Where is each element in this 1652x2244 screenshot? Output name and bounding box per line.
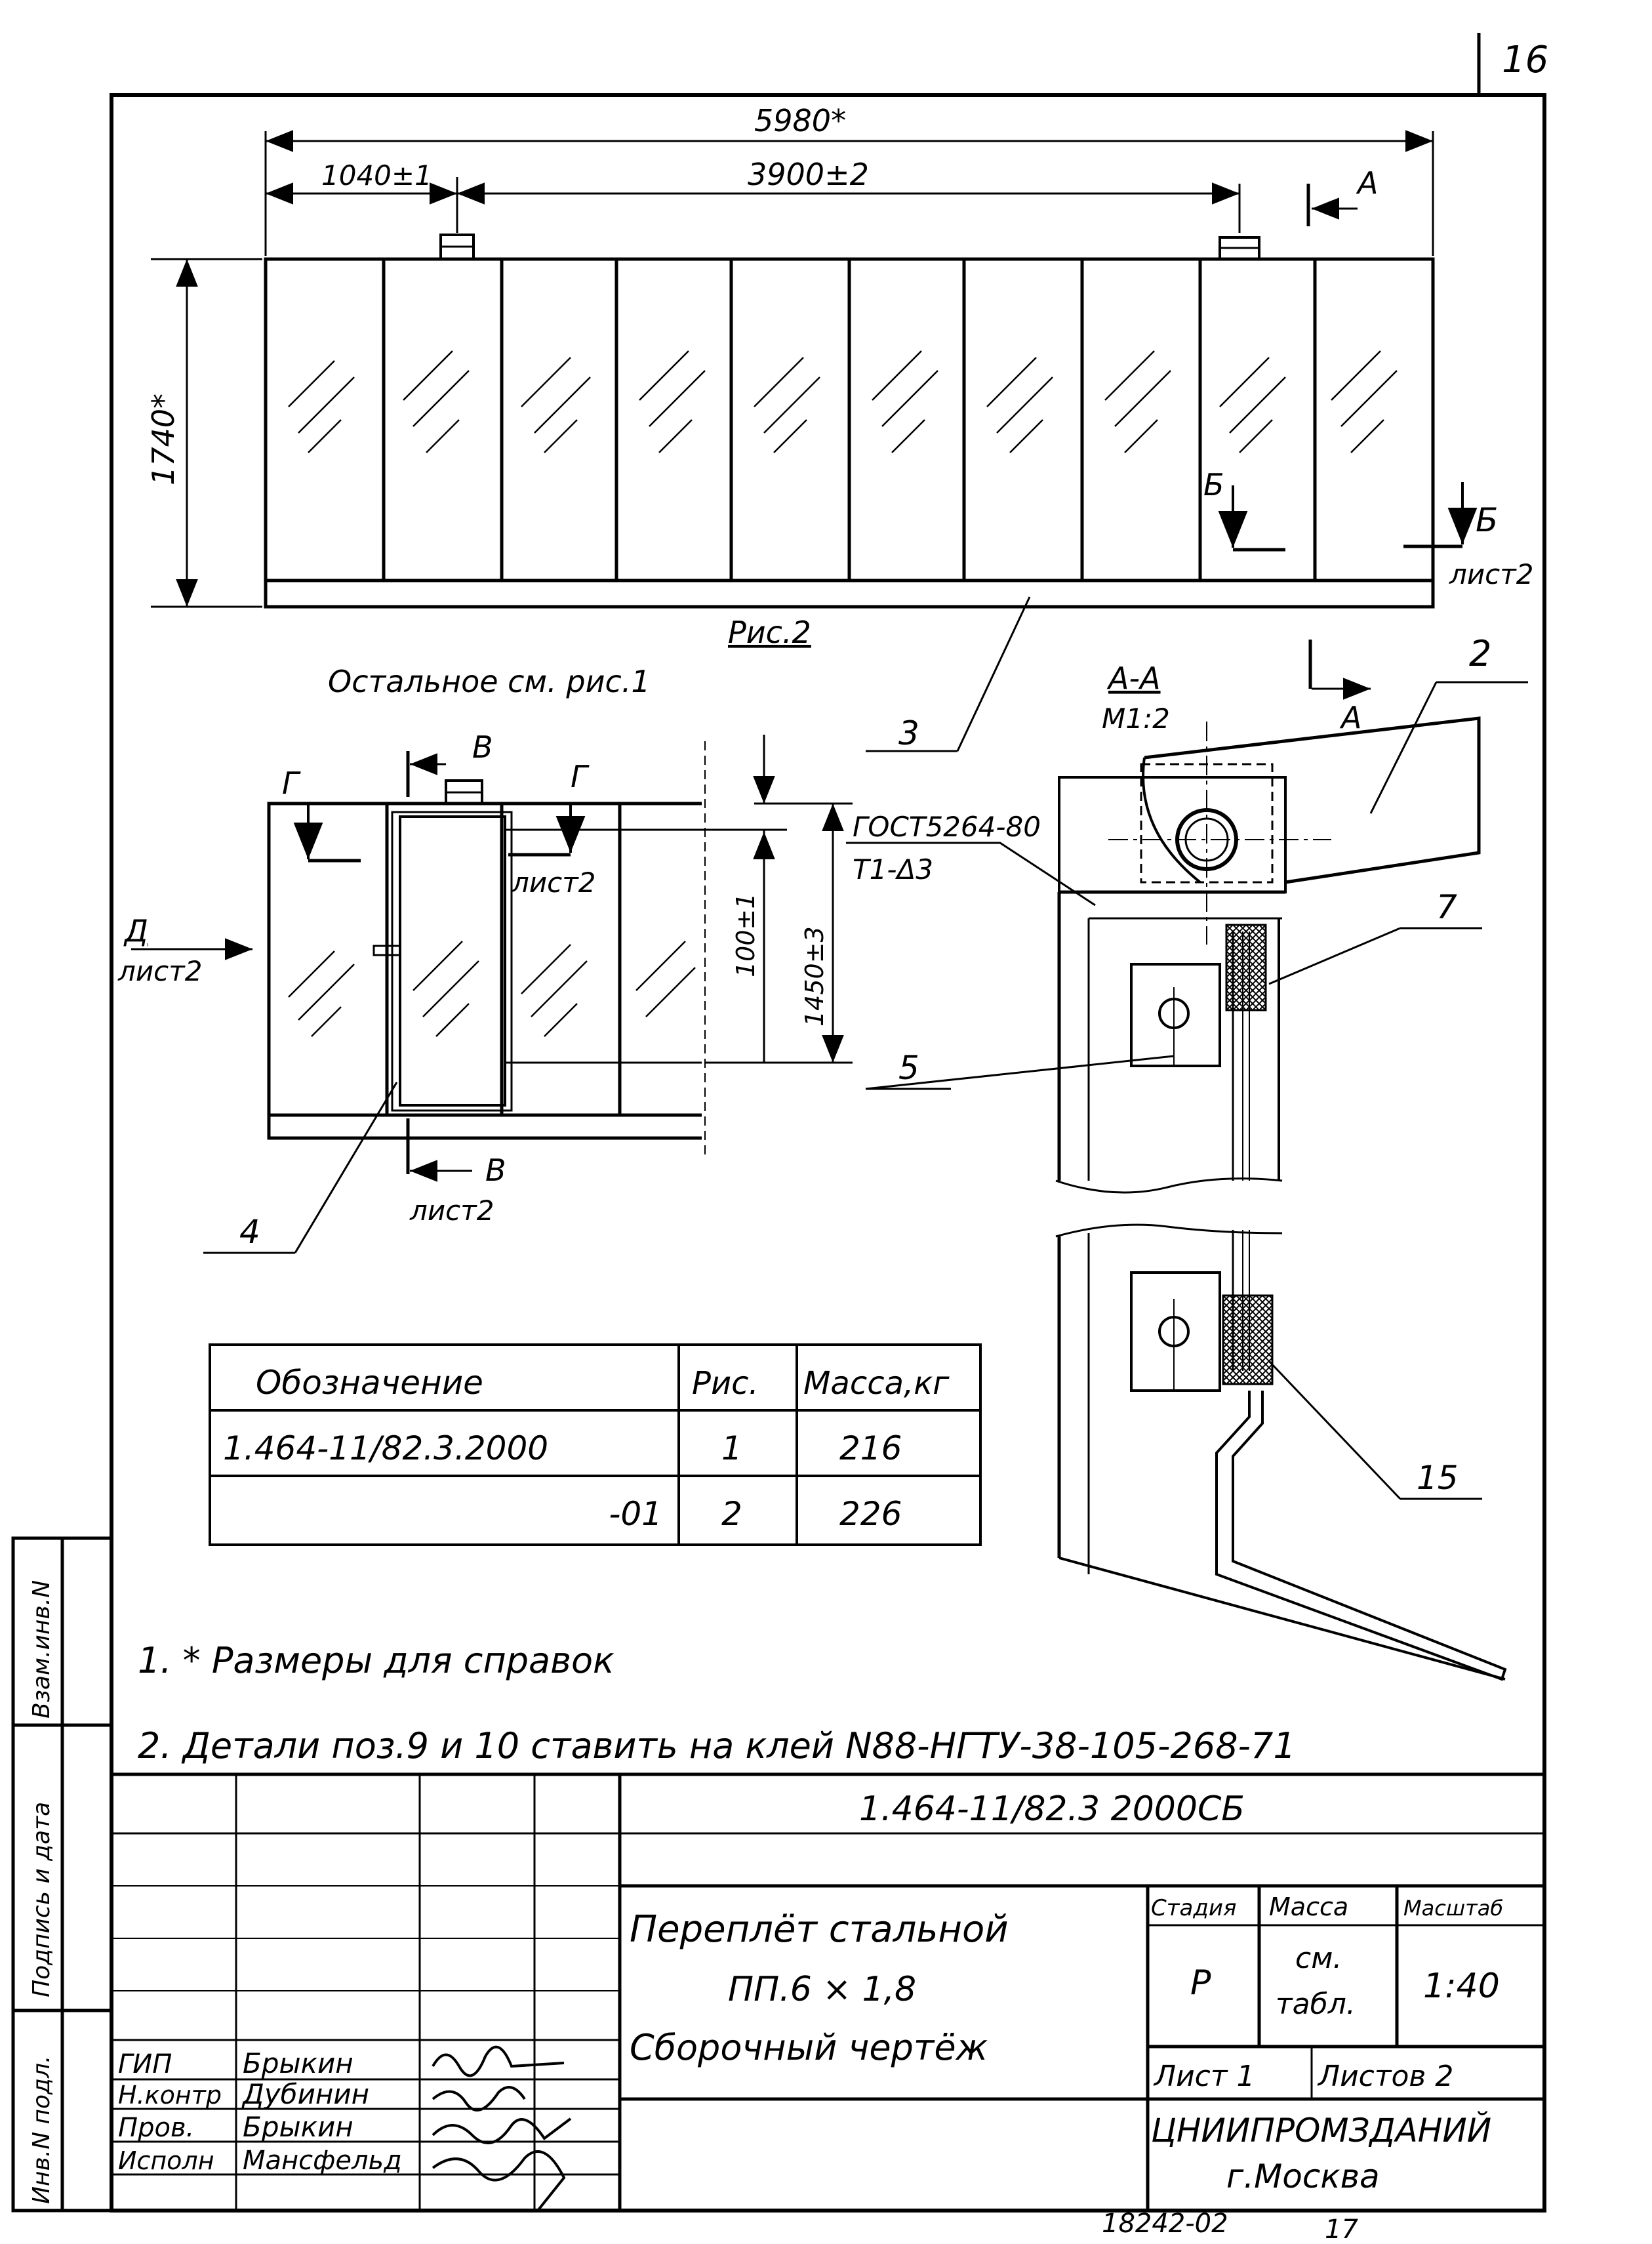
callout-4: 4: [239, 1213, 260, 1251]
fig2-glass-hatch: [288, 350, 1398, 453]
weld-standard: ГОСТ5264-80: [853, 811, 1041, 843]
side-stamp-sign-date: Подпись и дата: [28, 1802, 55, 1997]
signer-name: Мансфельд: [243, 2146, 402, 2176]
callout-2: 2: [1469, 633, 1491, 674]
fig2-dimensions: [151, 130, 1434, 608]
door-glass-hatch: [288, 941, 696, 1037]
scale-header: Масштаб: [1403, 1896, 1503, 1921]
fig2-caption: Рис.2: [728, 615, 811, 650]
fig2-subcaption: Остальное см. рис.1: [328, 664, 651, 699]
sheet-number: Лист 1: [1153, 2060, 1255, 2093]
section-mark-b-right-label: Б: [1476, 501, 1498, 539]
section-aa-profile: [1055, 716, 1507, 1681]
org-name: ЦНИИПРОМЗДАНИЙ: [1151, 2111, 1491, 2150]
note-1: 1. * Размеры для справок: [138, 1640, 614, 1681]
page-number: 16: [1502, 39, 1548, 81]
mass-table-header-mass: Масса,кг: [803, 1365, 950, 1402]
section-mark-b-left-label: Б: [1203, 467, 1224, 502]
sheet-frame: [110, 33, 1546, 2213]
dim-100: 100±1: [731, 893, 760, 977]
fig2-dim-span: 3900±2: [748, 157, 869, 192]
signer-role: Пров.: [118, 2113, 194, 2143]
callout-3-leader: [866, 596, 1031, 752]
section-callout-leaders: [865, 681, 1528, 1500]
section-mark-a-side: [1308, 640, 1371, 700]
mass-table-cell: 1: [721, 1429, 742, 1467]
footer-page: 17: [1325, 2214, 1358, 2241]
mass-table-header-designation: Обозначение: [256, 1364, 483, 1402]
section-aa-title: А-А: [1106, 661, 1161, 696]
signer-name: Дубинин: [241, 2078, 369, 2110]
section-aa-scale: М1:2: [1102, 703, 1170, 735]
section-mark-a-top-label: А: [1356, 165, 1378, 201]
footer-code: 18242-02: [1102, 2209, 1228, 2239]
side-stamp-inv-orig: Инв.N подл.: [28, 2056, 55, 2204]
callout-4-leader: [203, 1082, 398, 1254]
signatures: [432, 2045, 572, 2212]
mark-v-top: В: [472, 729, 493, 765]
mass-table-cell: 216: [839, 1429, 902, 1467]
callout-3: 3: [898, 714, 919, 752]
mark-d: Д: [123, 913, 148, 949]
mark-g-sheet: лист2: [511, 867, 595, 899]
stage-header: Стадия: [1151, 1895, 1236, 1921]
mass-table-cell: 226: [839, 1495, 902, 1533]
section-mark-b-sheet: лист2: [1449, 558, 1533, 590]
mass-table-cell: 2: [721, 1495, 742, 1533]
fig2-dim-total: 5980*: [754, 103, 846, 138]
door-section-marks: [131, 751, 586, 1182]
sheets-count: Листов 2: [1317, 2060, 1453, 2093]
mass-value-1: см.: [1295, 1942, 1342, 1975]
fig2-window: [264, 234, 1435, 609]
stage-value: Р: [1190, 1963, 1211, 2003]
mark-g-right: Г: [571, 759, 590, 794]
doc-code: 1.464-11/82.3 2000СБ: [859, 1789, 1245, 1829]
section-mark-b: [1218, 482, 1478, 552]
section-aa-mark: А: [1339, 700, 1361, 735]
note-2: 2. Детали поз.9 и 10 ставить на клей N88…: [138, 1725, 1296, 1766]
mark-v-sheet: лист2: [409, 1194, 494, 1227]
mark-v-bottom: В: [485, 1153, 506, 1188]
signer-role: Исполн: [118, 2146, 214, 2175]
org-city: г.Москва: [1226, 2157, 1380, 2195]
mass-header: Масса: [1269, 1892, 1348, 1921]
mass-table-cell: 1.464-11/82.3.2000: [223, 1429, 548, 1467]
callout-5: 5: [898, 1049, 919, 1087]
mass-table-cell: -01: [609, 1495, 662, 1533]
mark-g-left: Г: [282, 765, 301, 801]
weld-type: Т1-Δ3: [853, 853, 933, 886]
scale-value: 1:40: [1423, 1967, 1500, 2006]
dim-1450: 1450±3: [800, 926, 829, 1027]
fig2-dim-left: 1040±1: [321, 159, 432, 192]
side-stamp-inv-dup: Взам.инв.N: [28, 1580, 55, 1719]
signer-role: ГИП: [118, 2049, 172, 2079]
door-dimensions: [505, 735, 853, 1064]
signer-name: Брыкин: [243, 2111, 353, 2143]
door-view: [267, 779, 702, 1140]
callout-15: 15: [1417, 1459, 1459, 1497]
signer-name: Брыкин: [243, 2047, 353, 2079]
fig2-dim-height: 1740*: [146, 394, 181, 485]
mass-table-grid: [209, 1343, 982, 1546]
mass-table-header-fig: Рис.: [692, 1365, 759, 1402]
section-mark-a-top: [1306, 184, 1358, 226]
weld-leader: [846, 842, 1096, 907]
mark-d-sheet: лист2: [117, 955, 202, 987]
title-block-grid: [111, 1772, 1544, 2211]
signer-role: Н.контр: [118, 2081, 222, 2110]
mass-value-2: табл.: [1276, 1988, 1356, 2021]
doc-name-line3: Сборочный чертёж: [630, 2027, 988, 2068]
doc-name-line2: ПП.6 × 1,8: [728, 1970, 916, 2009]
doc-name-line1: Переплёт стальной: [630, 1908, 1009, 1951]
callout-7: 7: [1436, 888, 1457, 926]
side-stamp-grid: [11, 1536, 113, 2213]
